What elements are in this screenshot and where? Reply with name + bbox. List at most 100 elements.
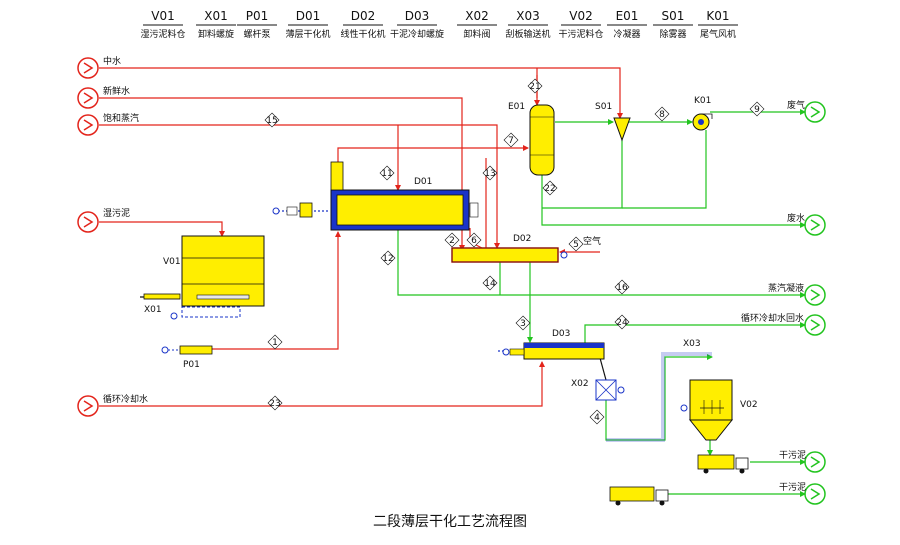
stream-number-label: 5 — [573, 240, 579, 250]
stream-diamond — [482, 275, 498, 291]
diagram-caption: 二段薄层干化工艺流程图 — [373, 514, 527, 530]
label-wastewater: 废水 — [787, 212, 805, 224]
stream-diamond — [444, 232, 460, 248]
label-wet-sludge: 湿污泥 — [103, 207, 130, 219]
stream-number-label: 3 — [520, 319, 526, 329]
legend-code: X01 — [204, 9, 228, 23]
input-arrow-icon — [77, 114, 99, 136]
stream-number-label: 13 — [484, 169, 495, 179]
stream-number-label: 24 — [616, 318, 628, 328]
stream-number: 9 — [749, 101, 765, 117]
label-exhaust-gas: 废气 — [787, 99, 805, 111]
stream-diamond — [379, 165, 395, 181]
x02-discharge-valve — [595, 379, 625, 401]
s01-demister — [613, 117, 631, 142]
pipe-cooling-23 — [99, 361, 545, 407]
stream-diamond — [527, 78, 543, 94]
tag-v02: V02 — [740, 400, 758, 410]
stream-diamond — [749, 101, 765, 117]
legend-name: 干污泥料仓 — [558, 28, 603, 40]
label-fresh-water: 新鲜水 — [103, 85, 130, 97]
stream-diamond — [503, 132, 519, 148]
input-arrow-icon — [77, 57, 99, 79]
d01-thin-film-dryer — [272, 161, 479, 231]
e01-condenser — [529, 104, 555, 176]
label-dry-sludge: 干污泥 — [779, 449, 806, 461]
stream-number-label: 8 — [659, 110, 665, 120]
legend-name: 薄层干化机 — [285, 28, 330, 40]
v02-dry-sludge-silo — [680, 379, 734, 441]
stream-number: 12 — [380, 250, 396, 266]
legend-code: S01 — [662, 9, 685, 23]
legend-name: 螺杆泵 — [243, 28, 270, 40]
stream-diamond — [515, 315, 531, 331]
stream-number-label: 6 — [471, 236, 477, 246]
x03-scraper-conveyor — [606, 352, 712, 442]
output-arrow-icon — [804, 483, 826, 505]
stream-number-label: 15 — [266, 116, 277, 126]
stream-number-label: 12 — [382, 254, 393, 264]
stream-number-label: 2 — [449, 236, 455, 246]
label-dry-sludge-2: 干污泥 — [779, 481, 806, 493]
stream-diamond — [654, 106, 670, 122]
legend-name: 刮板输送机 — [505, 28, 550, 40]
stream-number: 14 — [482, 275, 498, 291]
tag-e01: E01 — [508, 102, 525, 112]
stream-number-label: 9 — [754, 105, 760, 115]
legend-item: S01 除雾器 — [653, 9, 693, 40]
pipe-zhongshui — [99, 67, 623, 119]
legend-item: E01 冷凝器 — [607, 9, 647, 40]
output-arrow-icon — [804, 101, 826, 123]
stream-number: 24 — [614, 314, 630, 330]
legend-name: 冷凝器 — [613, 28, 640, 40]
stream-number: 15 — [264, 112, 280, 128]
stream-number: 2 — [444, 232, 460, 248]
label-cooling-water: 循环冷却水 — [103, 393, 148, 405]
pipe-steam — [99, 124, 500, 249]
output-arrow-icon — [804, 214, 826, 236]
stream-diamond — [267, 395, 283, 411]
stream-number-label: 4 — [594, 413, 600, 423]
stream-number: 6 — [466, 232, 482, 248]
legend-name: 干泥冷却螺旋 — [390, 28, 444, 40]
truck-icon — [697, 454, 749, 474]
stream-number: 3 — [515, 315, 531, 331]
v01-wet-sludge-silo — [170, 235, 265, 320]
pipe-fresh-water — [99, 97, 465, 196]
stream-diamond — [264, 112, 280, 128]
legend-name: 除雾器 — [659, 28, 686, 40]
tag-x01: X01 — [144, 305, 162, 315]
legend-code: E01 — [616, 9, 639, 23]
legend-code: V01 — [151, 9, 174, 23]
pipe-4-b — [605, 354, 713, 441]
stream-number-label: 16 — [616, 283, 628, 293]
stream-number: 22 — [542, 180, 558, 196]
tag-d03: D03 — [552, 329, 570, 339]
legend-name: 卸料螺旋 — [198, 28, 234, 40]
input-arrow-icon — [77, 211, 99, 233]
stream-diamond — [482, 165, 498, 181]
label-air: 空气 — [583, 235, 601, 247]
stream-number: 5 — [568, 236, 584, 252]
pipe-24 — [584, 322, 806, 343]
legend-name: 尾气风机 — [700, 28, 736, 40]
stream-number-label: 23 — [269, 399, 280, 409]
stream-diamond — [614, 279, 630, 295]
stream-number: 16 — [614, 279, 630, 295]
stream-number: 4 — [589, 409, 605, 425]
stream-diamond — [614, 314, 630, 330]
stream-number-label: 21 — [529, 82, 540, 92]
tag-x03: X03 — [683, 339, 701, 349]
input-arrow-icon — [77, 87, 99, 109]
output-arrow-icon — [804, 314, 826, 336]
stream-number: 1 — [267, 334, 283, 350]
stream-number: 8 — [654, 106, 670, 122]
pipe-4-a — [599, 357, 607, 381]
label-steam: 饱和蒸汽 — [103, 112, 139, 124]
